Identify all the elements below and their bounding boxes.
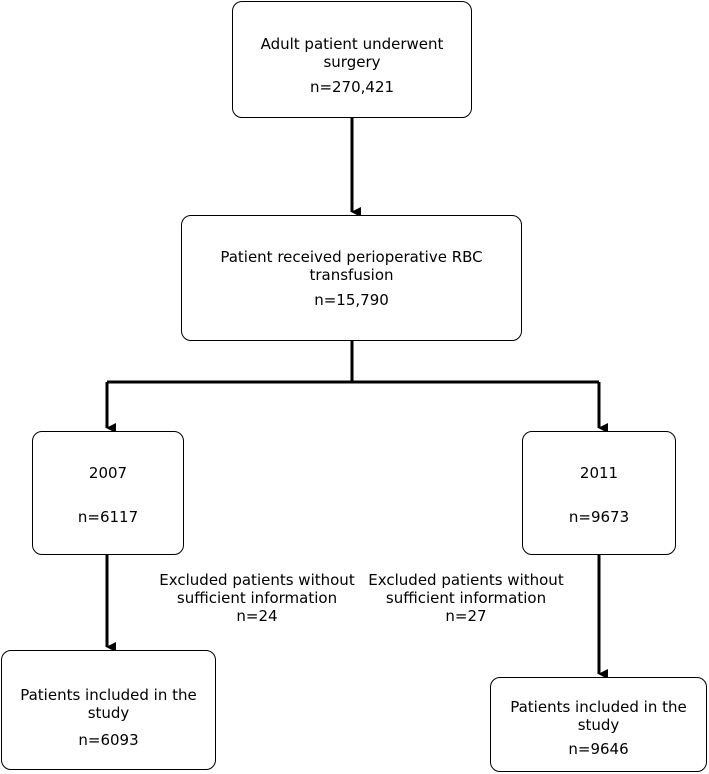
left-final-title: Patients included in the study <box>20 686 197 722</box>
left-exclusion-count: n=24 <box>236 607 278 625</box>
year-2011-count: n=9673 <box>568 508 630 526</box>
left-final-count: n=6093 <box>78 731 139 749</box>
year-2007-box: 2007 n=6117 <box>32 431 184 555</box>
right-final-title: Patients included in the study <box>510 698 687 734</box>
left-exclusion-note: Excluded patients without sufficient inf… <box>127 571 387 625</box>
top-box: Adult patient underwent surgery n=270,42… <box>232 1 472 118</box>
middle-box: Patient received perioperative RBC trans… <box>181 215 522 341</box>
year-2011-label: 2011 <box>579 464 619 482</box>
right-final-count: n=9646 <box>568 740 629 758</box>
left-exclusion-line2: sufficient information <box>176 589 338 607</box>
right-exclusion-line2: sufficient information <box>385 589 547 607</box>
year-2011-box: 2011 n=9673 <box>522 431 676 555</box>
right-exclusion-count: n=27 <box>445 607 487 625</box>
top-box-title: Adult patient underwent surgery <box>260 35 444 71</box>
right-exclusion-note: Excluded patients without sufficient inf… <box>346 571 586 625</box>
middle-box-count: n=15,790 <box>314 291 389 309</box>
middle-box-title: Patient received perioperative RBC trans… <box>220 248 483 284</box>
right-final-box: Patients included in the study n=9646 <box>490 677 707 772</box>
right-exclusion-line1: Excluded patients without <box>368 571 564 589</box>
left-exclusion-line1: Excluded patients without <box>159 571 355 589</box>
top-box-count: n=270,421 <box>309 78 395 96</box>
left-final-box: Patients included in the study n=6093 <box>1 650 216 770</box>
year-2007-count: n=6117 <box>77 508 139 526</box>
year-2007-label: 2007 <box>88 464 128 482</box>
